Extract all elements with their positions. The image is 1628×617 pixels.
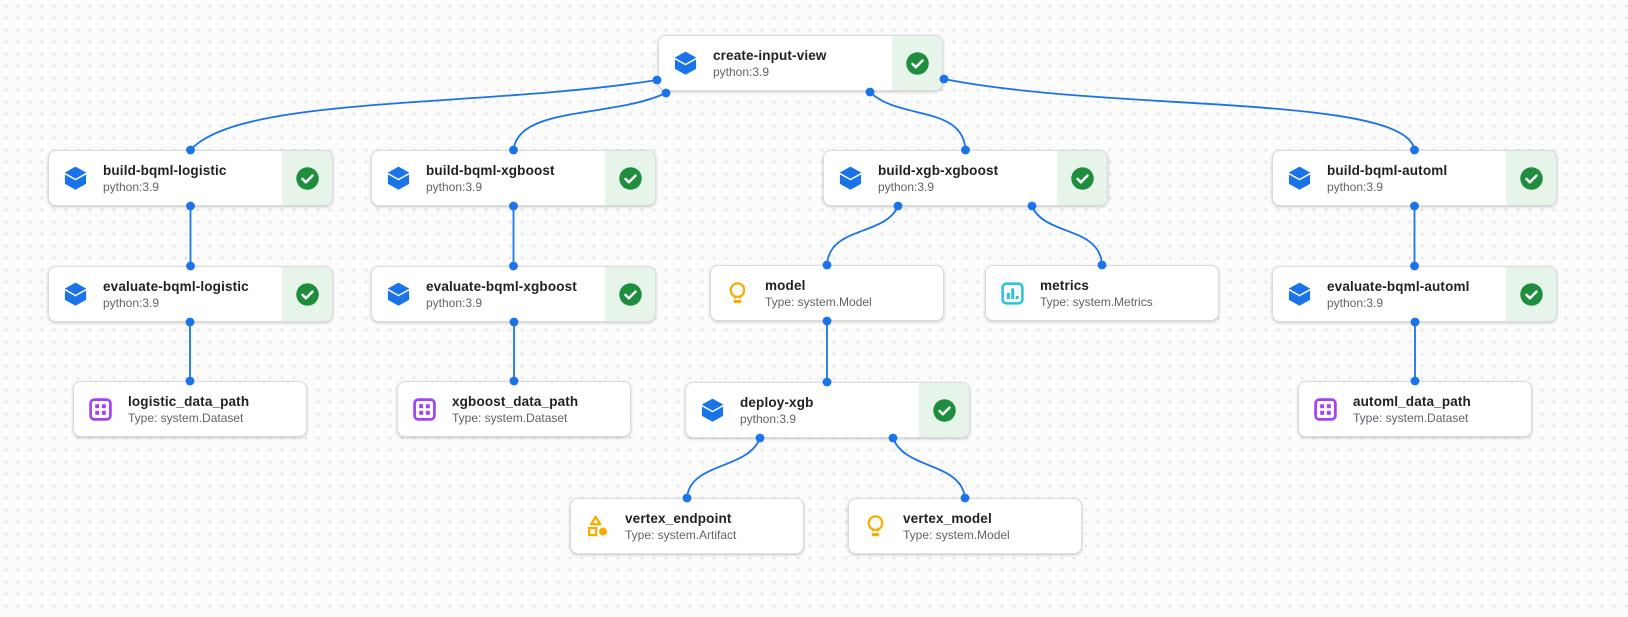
cube-icon	[672, 50, 699, 77]
node-build-bqml-logistic[interactable]: build-bqml-logistic python:3.9	[48, 150, 333, 206]
cube-icon	[699, 397, 726, 424]
node-title: build-xgb-xgboost	[878, 162, 999, 178]
lightbulb-icon	[862, 513, 889, 540]
cube-icon	[385, 281, 412, 308]
node-title: create-input-view	[713, 47, 827, 63]
dataset-icon	[87, 396, 114, 423]
node-title: build-bqml-logistic	[103, 162, 227, 178]
node-metrics[interactable]: metrics Type: system.Metrics	[985, 265, 1219, 321]
status-succeeded-badge	[605, 151, 655, 205]
node-create-input-view[interactable]: create-input-view python:3.9	[658, 35, 943, 91]
lightbulb-icon	[724, 280, 751, 307]
node-title: vertex_endpoint	[625, 510, 732, 526]
node-subtitle: Type: system.Model	[765, 294, 872, 309]
node-subtitle: python:3.9	[426, 179, 483, 194]
cube-icon	[837, 165, 864, 192]
check-circle-icon	[618, 166, 643, 191]
node-subtitle: python:3.9	[1327, 295, 1384, 310]
node-subtitle: Type: system.Dataset	[452, 410, 568, 425]
status-succeeded-badge	[1506, 151, 1556, 205]
node-subtitle: python:3.9	[426, 295, 483, 310]
node-title: evaluate-bqml-logistic	[103, 278, 249, 294]
node-title: build-bqml-automl	[1327, 162, 1448, 178]
node-evaluate-bqml-automl[interactable]: evaluate-bqml-automl python:3.9	[1272, 266, 1557, 322]
node-title: deploy-xgb	[740, 394, 814, 410]
node-title: xgboost_data_path	[452, 393, 579, 409]
status-succeeded-badge	[282, 267, 332, 321]
node-vertex_model[interactable]: vertex_model Type: system.Model	[848, 498, 1082, 554]
check-circle-icon	[618, 282, 643, 307]
dataset-icon	[1312, 396, 1339, 423]
cube-icon	[62, 165, 89, 192]
node-subtitle: python:3.9	[878, 179, 935, 194]
cube-icon	[1286, 281, 1313, 308]
check-circle-icon	[905, 51, 930, 76]
node-logistic_data_path[interactable]: logistic_data_path Type: system.Dataset	[73, 381, 307, 437]
node-build-bqml-automl[interactable]: build-bqml-automl python:3.9	[1272, 150, 1557, 206]
check-circle-icon	[1519, 166, 1544, 191]
node-title: metrics	[1040, 277, 1090, 293]
node-title: vertex_model	[903, 510, 992, 526]
check-circle-icon	[1070, 166, 1095, 191]
node-automl_data_path[interactable]: automl_data_path Type: system.Dataset	[1298, 381, 1532, 437]
check-circle-icon	[295, 282, 320, 307]
cube-icon	[1286, 165, 1313, 192]
check-circle-icon	[932, 398, 957, 423]
status-succeeded-badge	[1506, 267, 1556, 321]
node-subtitle: python:3.9	[103, 179, 160, 194]
node-subtitle: Type: system.Model	[903, 527, 1010, 542]
check-circle-icon	[1519, 282, 1544, 307]
metrics-icon	[999, 280, 1026, 307]
node-evaluate-bqml-xgboost[interactable]: evaluate-bqml-xgboost python:3.9	[371, 266, 656, 322]
status-succeeded-badge	[282, 151, 332, 205]
node-deploy-xgb[interactable]: deploy-xgb python:3.9	[685, 382, 970, 438]
node-title: automl_data_path	[1353, 393, 1471, 409]
node-subtitle: python:3.9	[1327, 179, 1384, 194]
node-title: logistic_data_path	[128, 393, 250, 409]
node-subtitle: Type: system.Artifact	[625, 527, 737, 542]
status-succeeded-badge	[919, 383, 969, 437]
node-xgboost_data_path[interactable]: xgboost_data_path Type: system.Dataset	[397, 381, 631, 437]
cube-icon	[62, 281, 89, 308]
node-title: model	[765, 277, 806, 293]
shapes-icon	[584, 513, 611, 540]
node-evaluate-bqml-logistic[interactable]: evaluate-bqml-logistic python:3.9	[48, 266, 333, 322]
node-title: evaluate-bqml-automl	[1327, 278, 1470, 294]
dataset-icon	[411, 396, 438, 423]
node-model[interactable]: model Type: system.Model	[710, 265, 944, 321]
node-title: build-bqml-xgboost	[426, 162, 555, 178]
node-subtitle: Type: system.Dataset	[128, 410, 244, 425]
node-subtitle: python:3.9	[103, 295, 160, 310]
cube-icon	[385, 165, 412, 192]
node-subtitle: Type: system.Dataset	[1353, 410, 1469, 425]
node-subtitle: python:3.9	[713, 64, 770, 79]
status-succeeded-badge	[1057, 151, 1107, 205]
node-subtitle: python:3.9	[740, 411, 797, 426]
check-circle-icon	[295, 166, 320, 191]
node-title: evaluate-bqml-xgboost	[426, 278, 577, 294]
status-succeeded-badge	[605, 267, 655, 321]
node-vertex_endpoint[interactable]: vertex_endpoint Type: system.Artifact	[570, 498, 804, 554]
node-subtitle: Type: system.Metrics	[1040, 294, 1153, 309]
status-succeeded-badge	[892, 36, 942, 90]
node-build-bqml-xgboost[interactable]: build-bqml-xgboost python:3.9	[371, 150, 656, 206]
node-build-xgb-xgboost[interactable]: build-xgb-xgboost python:3.9	[823, 150, 1108, 206]
